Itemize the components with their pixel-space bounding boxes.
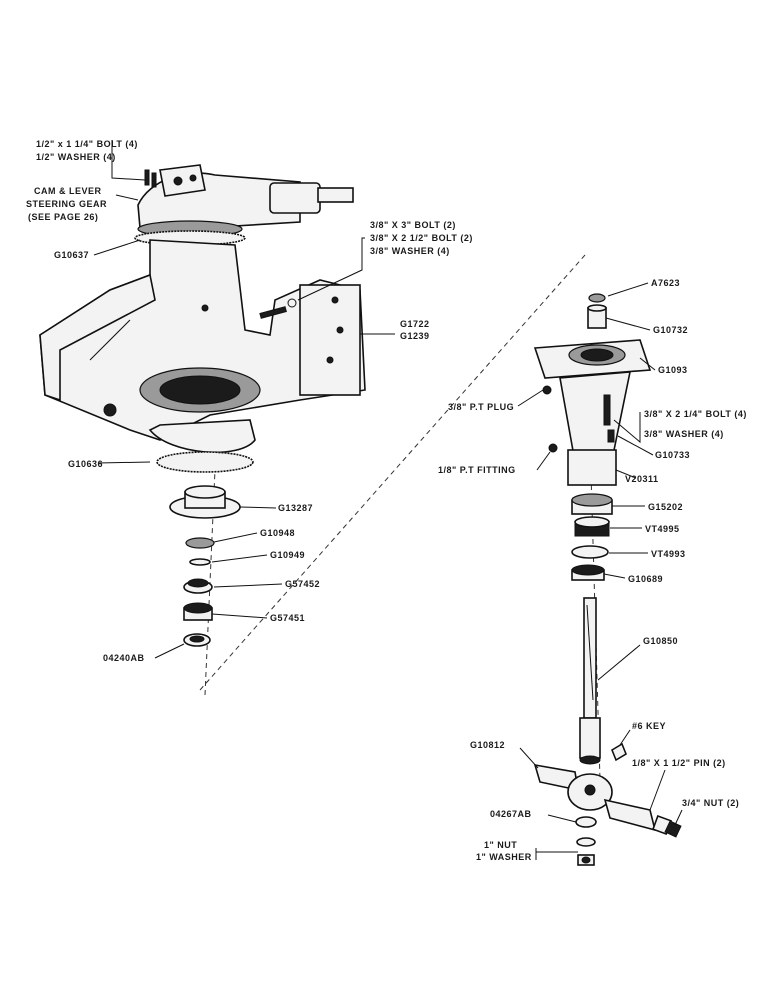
label-04267ab: 04267AB [490, 809, 532, 819]
label-g10689: G10689 [628, 574, 663, 584]
label-washer-1in: 1" WASHER [476, 852, 532, 862]
washer-vt4993 [571, 545, 609, 559]
label-g57452: G57452 [285, 579, 320, 589]
label-bolt-top: 1/2" x 1 1/4" BOLT (4) [36, 139, 138, 149]
label-cam-lever-2: STEERING GEAR [26, 199, 107, 209]
label-g57451: G57451 [270, 613, 305, 623]
bolt-top-icon-2 [151, 172, 157, 188]
washer-mid-icon [287, 298, 297, 308]
cap-a7623 [588, 293, 606, 303]
label-g10850: G10850 [643, 636, 678, 646]
gasket-g10636 [156, 451, 254, 473]
label-bolt-2half: 3/8" X 2 1/2" BOLT (2) [370, 233, 473, 243]
label-a7623: A7623 [651, 278, 680, 288]
label-g15202: G15202 [648, 502, 683, 512]
label-g10732: G10732 [653, 325, 688, 335]
bolt-right-icon [603, 394, 611, 426]
cap-g13287 [169, 485, 241, 519]
label-pt-fitting: 1/8" P.T FITTING [438, 465, 516, 475]
label-g10948: G10948 [260, 528, 295, 538]
key-icon [611, 742, 627, 762]
bearing-g57451 [183, 602, 213, 621]
label-g1239: G1239 [400, 331, 430, 341]
bearing-cup-g15202 [571, 493, 613, 515]
plug-g10732 [587, 304, 607, 329]
label-v20311: V20311 [625, 474, 659, 484]
label-g10812: G10812 [470, 740, 505, 750]
assembly-centerline-diagonal [199, 254, 586, 691]
label-bolt-right: 3/8" X 2 1/4" BOLT (4) [644, 409, 747, 419]
bolt-top-icon [144, 169, 150, 186]
leader-lines [93, 140, 683, 860]
label-g1722: G1722 [400, 319, 430, 329]
label-g10949: G10949 [270, 550, 305, 560]
label-vt4995: VT4995 [645, 524, 680, 534]
callout-labels: 1/2" x 1 1/4" BOLT (4) 1/2" WASHER (4) C… [26, 139, 747, 862]
label-cam-lever-1: CAM & LEVER [34, 186, 102, 196]
cam-lever-steering-gear [137, 164, 354, 238]
knuckle-g10812 [533, 763, 672, 835]
bearing-vt4995 [574, 516, 610, 537]
label-04240ab: 04240AB [103, 653, 145, 663]
ring-g10689 [571, 564, 605, 581]
washer-1in-icon [576, 837, 596, 847]
axle-support-frame [39, 239, 366, 454]
label-key: #6 KEY [632, 721, 666, 731]
label-pin: 1/8" X 1 1/2" PIN (2) [632, 758, 726, 768]
label-g10636: G10636 [68, 459, 103, 469]
spindle-shaft-g10850 [579, 597, 601, 765]
label-cam-lever-3: (SEE PAGE 26) [28, 212, 98, 222]
bearing-g57452 [183, 578, 213, 594]
pt-fitting-icon [548, 443, 558, 453]
label-nut-1in: 1" NUT [484, 840, 517, 850]
label-g10637: G10637 [54, 250, 89, 260]
washer-04267ab [575, 816, 597, 828]
spindle-housing-g1093 [533, 339, 652, 486]
label-pt-plug: 3/8" P.T PLUG [448, 402, 514, 412]
label-washer-right: 3/8" WASHER (4) [644, 429, 724, 439]
assembly-centerline-left [204, 469, 216, 696]
ring-g10949 [189, 558, 211, 566]
bolt-mid-icon [259, 306, 287, 319]
label-washer-mid: 3/8" WASHER (4) [370, 246, 450, 256]
bolt-right-icon-2 [607, 429, 615, 443]
label-g1093: G1093 [658, 365, 688, 375]
label-g13287: G13287 [278, 503, 313, 513]
label-vt4993: VT4993 [651, 549, 686, 559]
seal-04240ab [183, 633, 211, 647]
washer-g10948 [185, 537, 215, 549]
label-bolt-3in: 3/8" X 3" BOLT (2) [370, 220, 456, 230]
label-washer-top: 1/2" WASHER (4) [36, 152, 116, 162]
label-nut-small: 3/4" NUT (2) [682, 798, 739, 808]
pt-plug-icon [542, 385, 552, 395]
label-g10733: G10733 [655, 450, 690, 460]
nut-1in-icon [577, 854, 595, 866]
